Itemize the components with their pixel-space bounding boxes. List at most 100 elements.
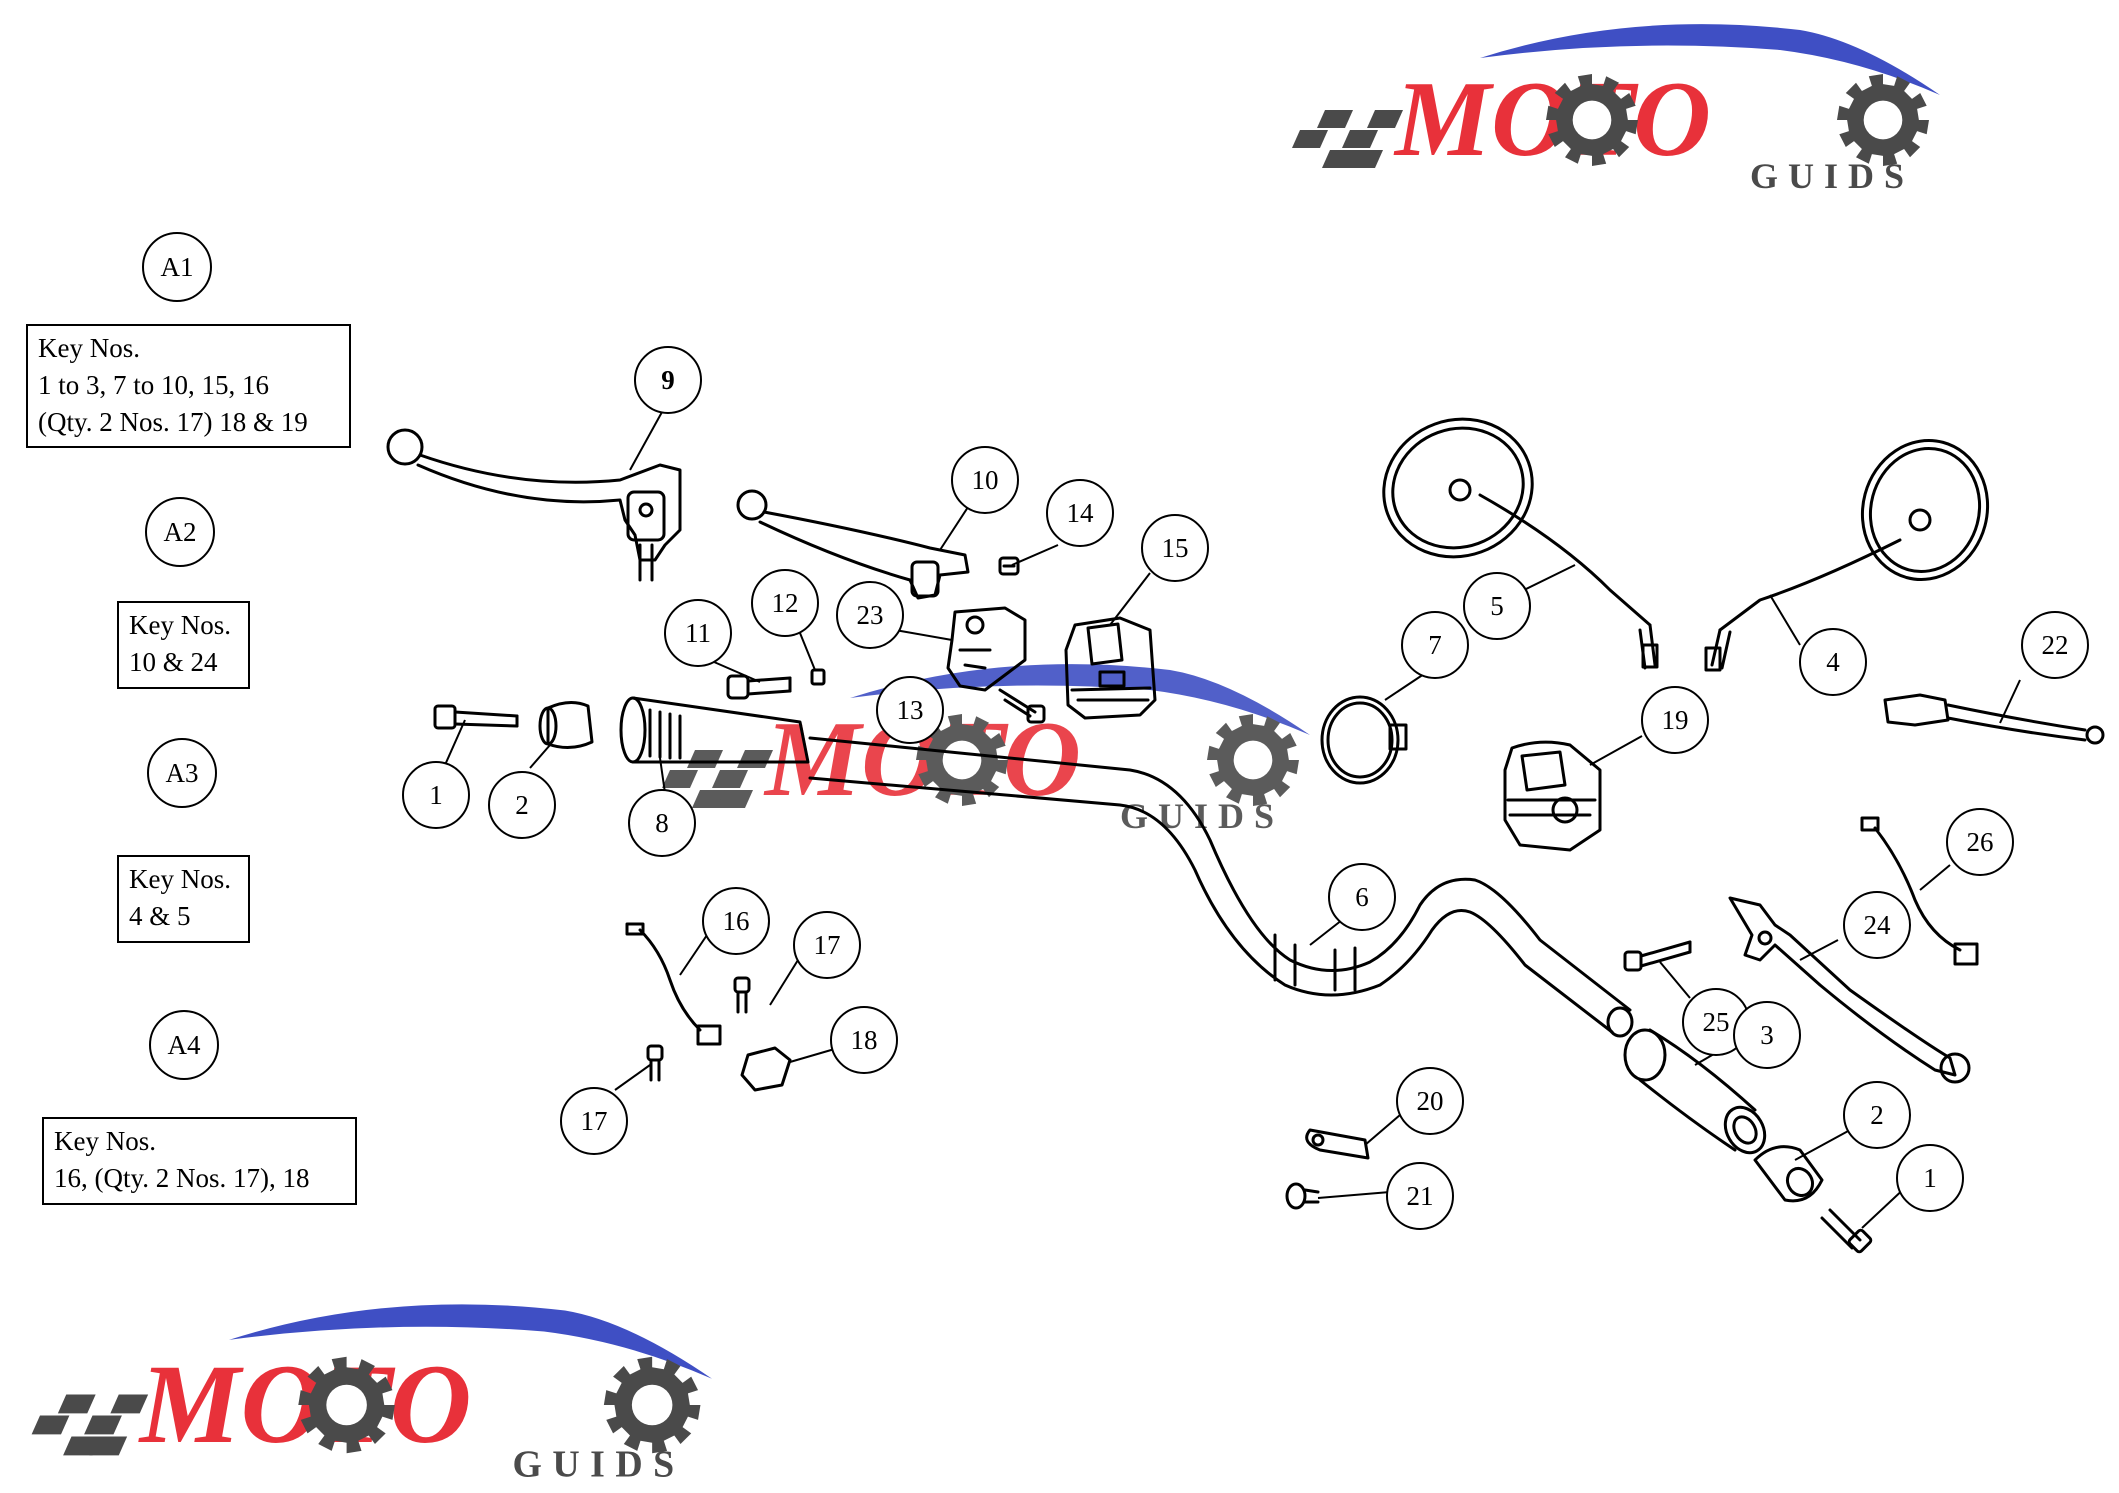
callout-17: 17: [793, 911, 861, 979]
callout-26: 26: [1946, 808, 2014, 876]
callout-label: 17: [814, 930, 841, 960]
callout-label: 16: [723, 906, 750, 936]
bolt-part-1-right: [1820, 1208, 1873, 1254]
leader-lines: [444, 411, 2021, 1229]
assembly-key-box-a2: Key Nos. 10 & 24: [117, 601, 250, 689]
flag-icon: [31, 1394, 149, 1456]
callout-10: 10: [951, 446, 1019, 514]
grip-part-8: [619, 696, 810, 764]
brake-lever-part-24: [1728, 896, 1971, 1084]
brand-logo-top: MOTOGUIDS: [1292, 24, 1940, 196]
callout-label: 24: [1864, 910, 1892, 940]
callout-22: 22: [2021, 611, 2089, 679]
callout-12: 12: [751, 569, 819, 637]
bar-end-part-2-left: [538, 701, 594, 749]
callout-label: 7: [1428, 630, 1442, 660]
callout-label: 13: [897, 695, 924, 725]
callout-6: 6: [1328, 863, 1396, 931]
mirror-part-4: [1704, 439, 1990, 672]
callout-label: 12: [772, 588, 799, 618]
callout-label: 14: [1067, 498, 1095, 528]
key-line: (Qty. 2 Nos. 17) 18 & 19: [38, 407, 308, 437]
screw-part-21: [1285, 1182, 1320, 1210]
callout-16: 16: [702, 887, 770, 955]
screw-part-17-b: [646, 1044, 664, 1082]
flag-icon: [1292, 110, 1403, 168]
key-line: Key Nos.: [129, 610, 231, 640]
callout-label: 20: [1417, 1086, 1444, 1116]
brand-subtitle: GUIDS: [1120, 796, 1284, 836]
callout-2: 2: [1843, 1081, 1911, 1149]
mirror-part-5: [1382, 417, 1659, 670]
callout-11: 11: [664, 599, 732, 667]
callout-label: 10: [972, 465, 999, 495]
callout-label: 15: [1162, 533, 1189, 563]
brand-logo-bottom: MOTOGUIDS: [31, 1304, 712, 1485]
screw-part-11: [726, 674, 792, 700]
assembly-id-label: A2: [164, 517, 197, 547]
assembly-id-label: A4: [168, 1030, 201, 1060]
callout-label: 25: [1703, 1007, 1730, 1037]
callout-label: 11: [685, 618, 711, 648]
swoosh-icon: [228, 1304, 712, 1379]
callout-label: 3: [1760, 1020, 1774, 1050]
swoosh-icon: [850, 664, 1310, 735]
brand-subtitle: GUIDS: [1750, 156, 1914, 196]
screw-part-14: [998, 556, 1020, 576]
callout-label: 17: [581, 1106, 608, 1136]
brand-subtitle: GUIDS: [513, 1443, 685, 1485]
callout-15: 15: [1141, 514, 1209, 582]
assembly-id-a1: A1: [142, 232, 212, 302]
bolt-part-25: [1623, 940, 1692, 972]
assembly-id-a3: A3: [147, 738, 217, 808]
callout-label: 2: [515, 790, 529, 820]
screw-part-13: [998, 688, 1046, 724]
callout-label: 8: [655, 808, 669, 838]
callout-label: 22: [2042, 630, 2069, 660]
callout-label: 6: [1355, 882, 1369, 912]
callout-label: 19: [1662, 705, 1689, 735]
switch-housing-part-15: [1064, 616, 1157, 720]
bracket-part-20: [1305, 1128, 1370, 1160]
clutch-lever-part-9: [386, 428, 682, 582]
callout-3: 3: [1733, 1001, 1801, 1069]
callout-8: 8: [628, 789, 696, 857]
bolt-part-1-left: [433, 704, 519, 730]
key-line: 1 to 3, 7 to 10, 15, 16: [38, 370, 270, 400]
assembly-id-label: A3: [166, 758, 199, 788]
switch-housing-part-19: [1503, 740, 1602, 852]
bar-end-part-2-right: [1753, 1145, 1824, 1203]
wire-part-16: [625, 922, 722, 1046]
key-line: Key Nos.: [38, 333, 140, 363]
parts-artwork: [386, 417, 2105, 1254]
callout-18: 18: [830, 1006, 898, 1074]
key-line: 10 & 24: [129, 647, 218, 677]
callout-4: 4: [1799, 628, 1867, 696]
key-line: Key Nos.: [54, 1126, 156, 1156]
nut-part-12: [810, 668, 826, 686]
assembly-id-a2: A2: [145, 497, 215, 567]
lever-part-22: [1883, 693, 2105, 745]
handlebar-part-6: [808, 736, 1634, 1038]
assembly-id-label: A1: [161, 252, 194, 282]
callout-label: 26: [1967, 827, 1994, 857]
assembly-key-box-a1: Key Nos. 1 to 3, 7 to 10, 15, 16 (Qty. 2…: [26, 324, 351, 448]
assembly-id-a4: A4: [149, 1010, 219, 1080]
callout-9: 9: [634, 346, 702, 414]
assembly-key-box-a4: Key Nos. 16, (Qty. 2 Nos. 17), 18: [42, 1117, 357, 1205]
callout-7: 7: [1401, 611, 1469, 679]
callout-label: 9: [661, 365, 675, 395]
callout-1: 1: [1896, 1144, 1964, 1212]
key-line: 16, (Qty. 2 Nos. 17), 18: [54, 1163, 310, 1193]
callout-19: 19: [1641, 686, 1709, 754]
callout-label: 1: [1923, 1163, 1937, 1193]
lever-part-10: [736, 489, 970, 600]
grip-part-3: [1623, 1028, 1767, 1155]
key-line: 4 & 5: [129, 901, 191, 931]
callout-23: 23: [836, 581, 904, 649]
callout-label: 18: [851, 1025, 878, 1055]
callout-label: 4: [1826, 647, 1840, 677]
